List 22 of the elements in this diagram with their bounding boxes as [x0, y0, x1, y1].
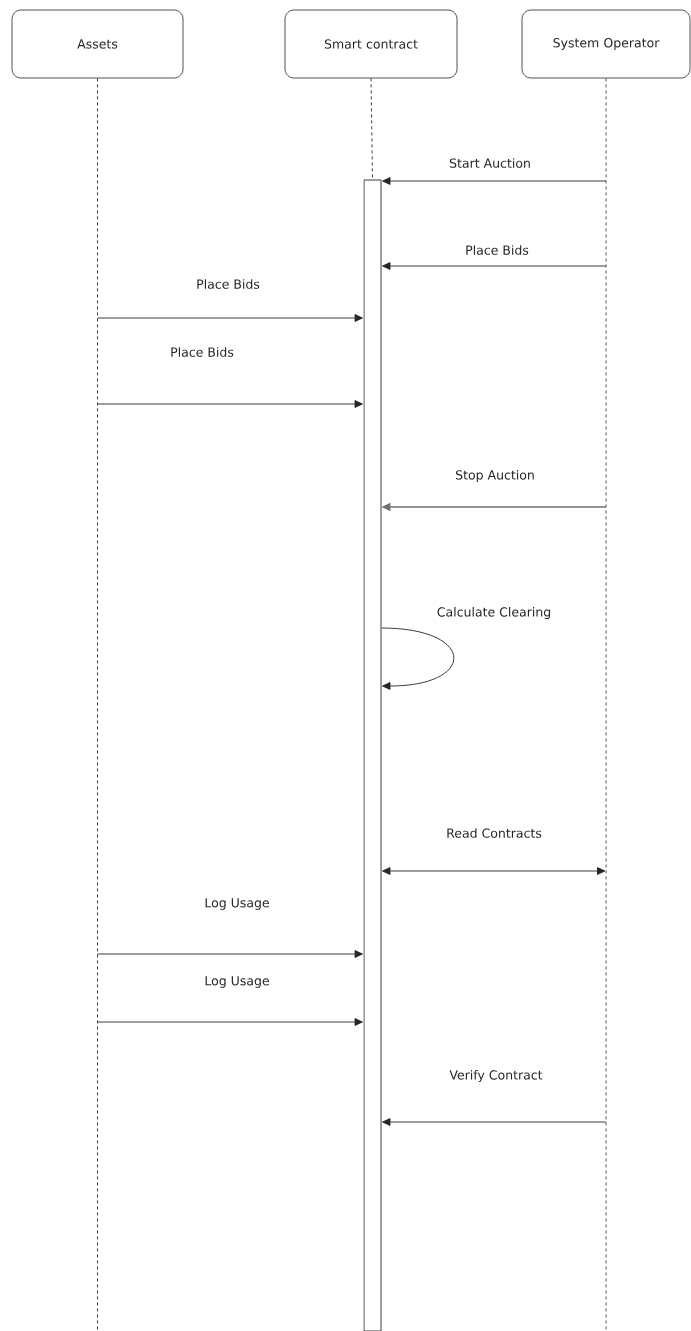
message-arrow: [382, 262, 607, 270]
lifeline-header: Smart contract: [284, 9, 458, 79]
message-arrow: [382, 1118, 607, 1126]
message-arrow: [382, 867, 606, 875]
message-label: Place Bids: [171, 347, 234, 357]
message-label: Log Usage: [205, 976, 269, 988]
message-arrow: [381, 627, 455, 690]
message-label: Calculate Clearing: [437, 606, 551, 620]
message-arrow: [97, 950, 363, 958]
message-arrow: [97, 400, 363, 408]
message-label: Place Bids: [197, 279, 260, 289]
message-label: Place Bids: [466, 245, 529, 255]
message-label: Stop Auction: [456, 469, 534, 483]
message-arrow: [382, 177, 607, 185]
message-arrow: [97, 314, 363, 322]
message-label: Start Auction: [449, 158, 530, 168]
message-label: Log Usage: [205, 898, 269, 910]
message-label: Verify Contract: [449, 1069, 543, 1083]
message-label: Read Contracts: [447, 828, 542, 838]
activation-bar: [363, 179, 382, 1331]
message-arrow: [97, 1018, 363, 1026]
lifeline: [370, 77, 373, 180]
